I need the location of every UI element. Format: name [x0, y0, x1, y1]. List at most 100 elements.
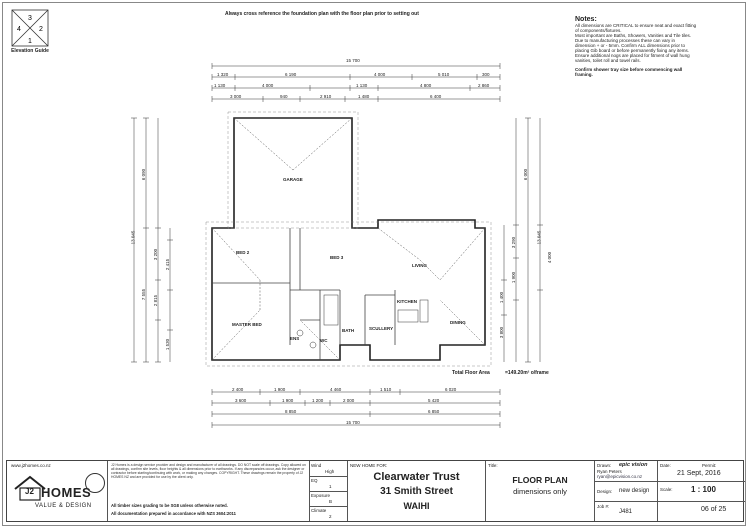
- interior-walls: [212, 228, 396, 360]
- accordance-note: All documentation prepared in accordance…: [111, 511, 236, 516]
- eq-value: 1: [329, 484, 332, 489]
- drawn-value: Ryan Peters: [597, 469, 622, 474]
- dim-right: 4 000: [547, 251, 553, 264]
- scale-value: 1 : 100: [691, 485, 716, 494]
- room-bed2: BED 2: [236, 250, 250, 255]
- dim-left: 1 530: [165, 338, 171, 351]
- design-value: new design: [619, 488, 650, 494]
- room-kitchen: KITCHEN: [397, 299, 417, 304]
- wind-value: High: [325, 469, 335, 474]
- exposure-label: Exposure: [311, 493, 331, 498]
- ensuite-basin: [296, 329, 304, 337]
- total-floor-area-value: =149.20m² o/frame: [505, 370, 549, 376]
- dim-right: 3 800: [499, 326, 505, 339]
- elevation-guide-label: Elevation Guide: [11, 48, 49, 54]
- dim-bottom-r2: 3 600: [235, 398, 247, 403]
- dim-top-r3: 6 400: [430, 94, 442, 99]
- sheet-number: 06 of 25: [701, 506, 727, 513]
- date-value: 21 Sept, 2016: [677, 470, 721, 477]
- dim-right: 1 400: [499, 291, 505, 304]
- design-label: Design:: [597, 489, 613, 494]
- dim-top-r3: 1 480: [358, 94, 370, 99]
- permit-label: Permit:: [702, 463, 717, 468]
- dim-left-overall: 13 045: [130, 230, 136, 245]
- total-floor-area-label: Total Floor Area: [452, 370, 490, 376]
- dim-top-r2: 2 860: [478, 83, 490, 88]
- room-garage: GARAGE: [283, 177, 303, 182]
- room-bath: BATH: [342, 328, 355, 333]
- dim-top-overall: 15 700: [346, 58, 360, 63]
- notes-line: Ensure additional nogs are placed for fi…: [575, 53, 690, 58]
- dim-left: 6 090: [141, 168, 147, 181]
- notes-line: placing Gib board or before permanently …: [575, 48, 690, 53]
- award-badge-icon: [85, 473, 105, 493]
- dim-top-r1: 1 320: [217, 72, 229, 77]
- dim-top-r2: 1 130: [356, 83, 368, 88]
- climate-label: Climate: [311, 508, 327, 513]
- drawing-title: FLOOR PLAN: [512, 475, 568, 485]
- dim-left: 7 555: [141, 288, 147, 301]
- dim-bottom-r1: 1 900: [274, 387, 286, 392]
- wind-label: Wind: [311, 463, 322, 468]
- dim-bottom-r2: 5 420: [428, 398, 440, 403]
- kitchen-island: [419, 299, 429, 323]
- roof-lines: [211, 117, 486, 361]
- notes-heading: Notes:: [575, 16, 597, 23]
- dim-top-r1: 5 010: [438, 72, 450, 77]
- kitchen-bench: [397, 309, 419, 323]
- dim-bottom-r3: 8 850: [285, 409, 297, 414]
- floor-plan: [131, 63, 543, 428]
- project-town: WAIHI: [403, 501, 430, 511]
- eq-label: EQ: [311, 478, 318, 483]
- dim-bottom-r1: 2 400: [232, 387, 244, 392]
- drawn-label: Drawn:: [597, 463, 612, 468]
- room-master: MASTER BED: [232, 322, 262, 327]
- room-dining: DINING: [450, 320, 466, 325]
- dim-left: 3 200: [153, 248, 159, 261]
- project-address: 31 Smith Street: [380, 486, 453, 497]
- date-label: Date:: [660, 463, 671, 468]
- logo-tagline: VALUE & DESIGN: [35, 503, 92, 509]
- notes-panel: Notes: All dimensions are CRITICAL to en…: [575, 16, 745, 77]
- room-scullery: SCULLERY: [369, 326, 394, 331]
- dim-left: 2 415: [165, 258, 171, 271]
- dim-bottom-r1: 1 510: [380, 387, 392, 392]
- job-value: J481: [619, 509, 633, 515]
- house-icon: [14, 475, 46, 501]
- drawing-subtitle: dimensions only: [513, 487, 567, 496]
- elevation-guide-icon: 3 2 1 4: [11, 9, 49, 47]
- dim-top-r3: 2 910: [320, 94, 332, 99]
- exposure-value: B: [329, 499, 333, 504]
- drawn-email[interactable]: ryan@epicvision.co.nz: [597, 474, 643, 479]
- top-note: Always cross reference the foundation pl…: [225, 11, 419, 17]
- dim-top-r1: 4 000: [374, 72, 386, 77]
- notes-line: vanities, toilet roll and towel rails.: [575, 58, 641, 63]
- room-living: LIVING: [412, 263, 428, 268]
- dim-top-r1: 300: [482, 72, 490, 77]
- bath-fixture: [323, 294, 339, 326]
- scale-label: Scale:: [660, 487, 673, 492]
- notes-line: of components/fixtures.: [575, 28, 622, 33]
- logo-homes: HOMES: [41, 485, 92, 500]
- elevation-guide: 3 2 1 4 Elevation Guide: [8, 8, 52, 56]
- dim-right: 6 000: [523, 168, 529, 181]
- client-name: Clearwater Trust: [373, 471, 460, 483]
- notes-line: dimension + or - 5mm. Confirm ALL dimens…: [575, 43, 686, 48]
- dim-top-r3: 940: [280, 94, 288, 99]
- website-link[interactable]: www.j2homes.co.nz: [11, 463, 51, 468]
- dim-top-r2: 1 130: [214, 83, 226, 88]
- title-block: www.j2homes.co.nz J2 HOMES VALUE & DESIG…: [6, 460, 745, 522]
- climate-value: 2: [329, 514, 332, 519]
- job-label: Job #:: [597, 504, 610, 509]
- j2-homes-logo: J2 HOMES VALUE & DESIGN: [13, 473, 105, 519]
- dim-bottom-r2: 1 200: [312, 398, 324, 403]
- dim-left: 2 815: [153, 294, 159, 307]
- room-bed3: BED 3: [330, 255, 344, 260]
- timber-note: All timber sizes grading to be SG8 unles…: [111, 503, 228, 508]
- dim-right: 3 290: [511, 236, 517, 249]
- dim-right: 1 900: [511, 271, 517, 284]
- dim-bottom-r1: 4 460: [330, 387, 342, 392]
- title-label: Title:: [488, 463, 498, 468]
- dim-top-r1: 6 190: [285, 72, 297, 77]
